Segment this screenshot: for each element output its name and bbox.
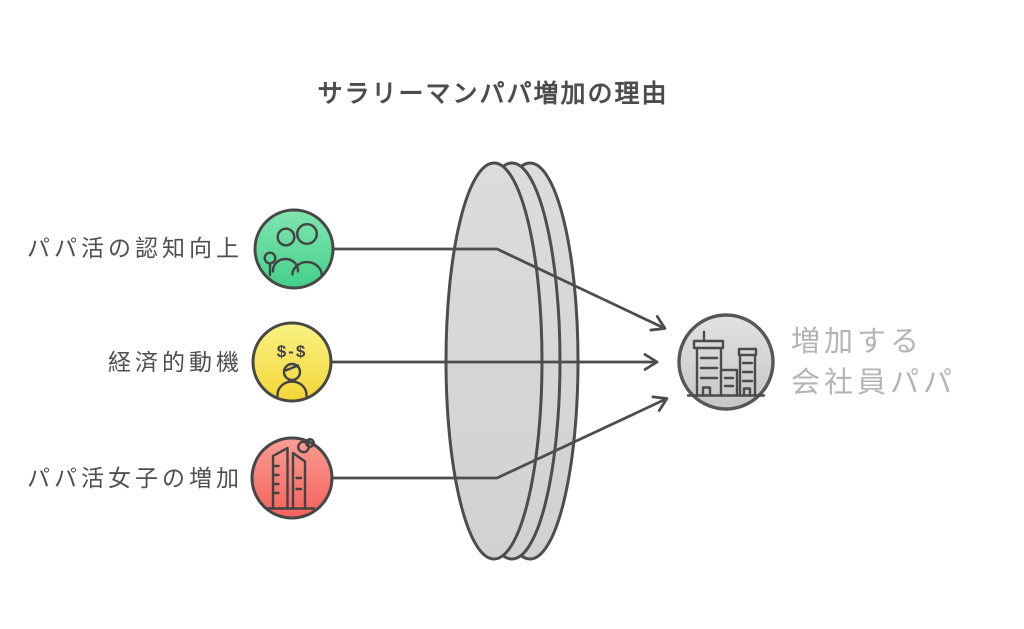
city-buildings-cloud-icon xyxy=(264,438,316,510)
diagram-title: サラリーマンパパ増加の理由 xyxy=(317,80,669,108)
money-exchange-text: $-$ xyxy=(277,342,308,361)
output-node xyxy=(677,313,775,411)
connector-arrows xyxy=(292,247,669,480)
output-label-line1: 増加する xyxy=(791,326,924,358)
input-node-economic: $-$ xyxy=(251,321,333,403)
family-people-icon xyxy=(263,222,323,277)
input-node-girls xyxy=(250,436,334,520)
money-exchange-person-icon: $-$ xyxy=(276,342,308,398)
office-buildings-icon xyxy=(686,330,766,397)
arrow-girls xyxy=(292,395,669,480)
input-label-economic: 経済的動機 xyxy=(108,349,243,375)
input-node-awareness xyxy=(253,208,335,290)
input-label-awareness: パパ活の認知向上 xyxy=(27,235,243,261)
output-label: 増加する 会社員パパ xyxy=(791,322,956,404)
arrow-awareness xyxy=(294,247,667,332)
output-label-line2: 会社員パパ xyxy=(791,367,957,399)
input-label-girls: パパ活女子の増加 xyxy=(27,465,243,491)
